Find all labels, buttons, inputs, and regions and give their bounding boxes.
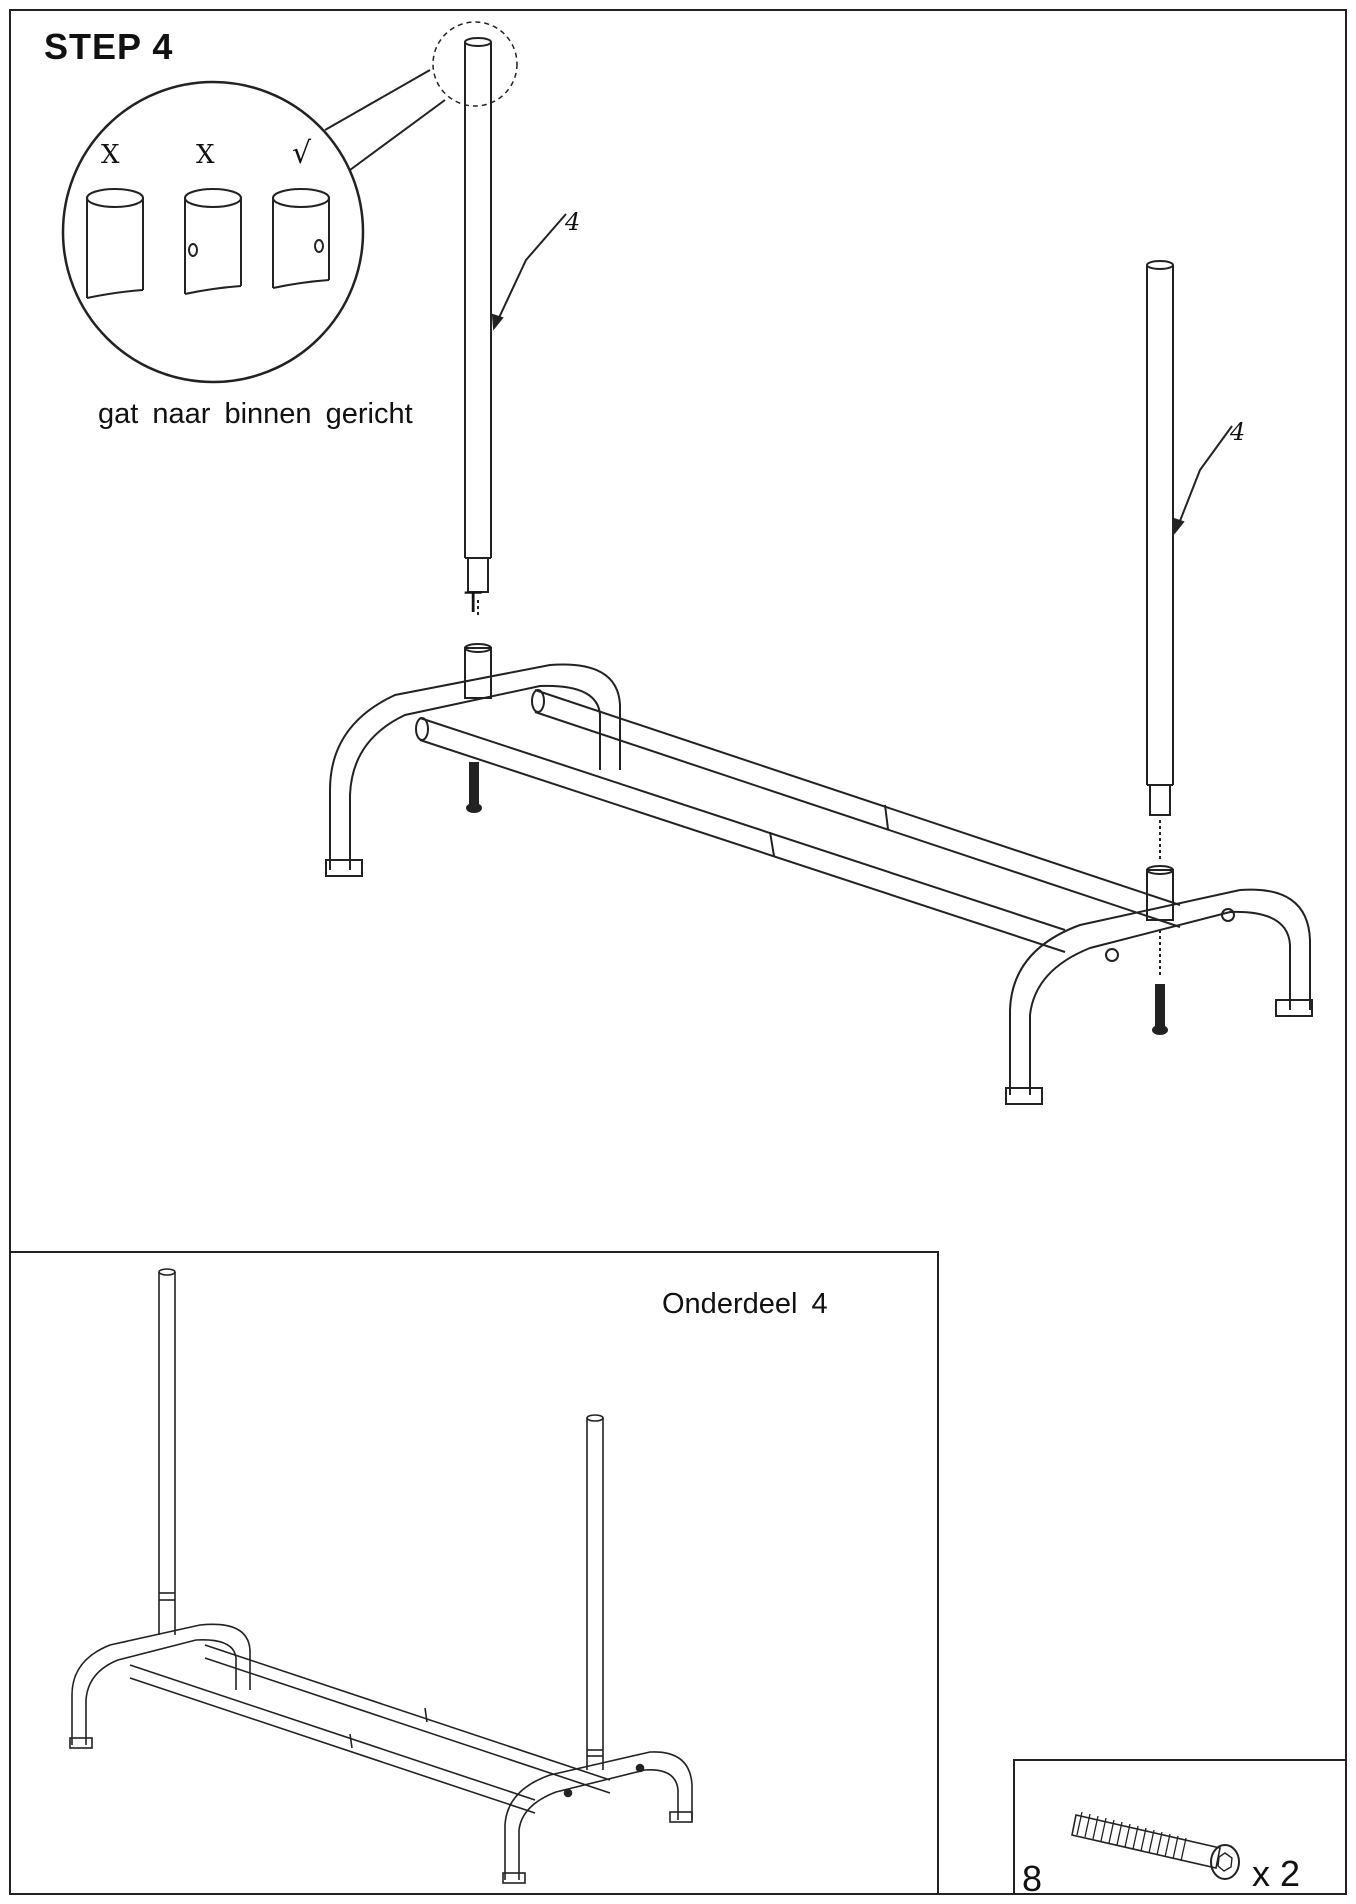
page-frame — [9, 9, 1347, 1895]
wrong-mark-1: X — [101, 140, 120, 170]
detail-caption: gat naar binnen gericht — [98, 398, 413, 430]
joint-label: T — [464, 586, 483, 619]
tube-hole-inward — [272, 188, 330, 289]
base-frame-main — [325, 643, 1313, 1105]
screw-left — [466, 762, 482, 813]
hardware-box — [1013, 1759, 1347, 1895]
callout-arrow-right — [1177, 425, 1233, 527]
hardware-quantity: x 2 — [1252, 1853, 1301, 1894]
upright-tube-right — [1146, 260, 1174, 860]
hardware-part-number: 8 — [1022, 1858, 1043, 1899]
callout-arrow-left — [496, 213, 567, 323]
wrong-mark-2: X — [196, 140, 215, 170]
detail-magnifier — [61, 21, 518, 384]
part-callout-right: 4 — [1230, 418, 1246, 446]
assembled-rack-inset — [69, 1268, 693, 1884]
part-callout-left: 4 — [565, 208, 581, 236]
upright-tube-left — [464, 37, 492, 618]
correct-mark: √ — [292, 136, 312, 171]
screw-right — [1152, 984, 1168, 1035]
tube-no-hole — [86, 188, 144, 299]
step-title: STEP 4 — [44, 26, 174, 67]
bolt-icon — [1071, 1811, 1240, 1880]
tube-hole-outward — [184, 188, 242, 295]
inset-frame — [9, 1251, 939, 1895]
inset-caption: Onderdeel 4 — [662, 1288, 828, 1320]
